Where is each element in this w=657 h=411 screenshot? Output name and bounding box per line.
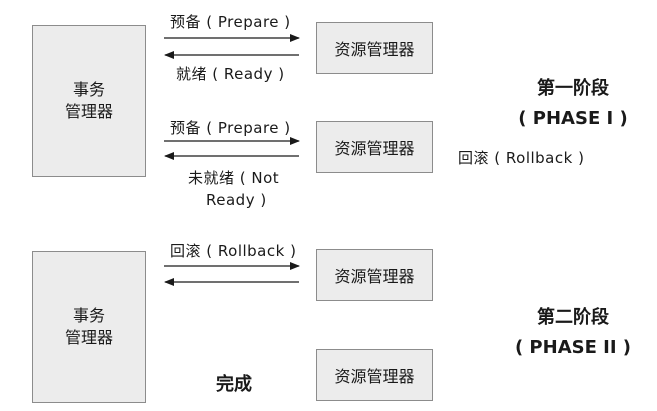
resource-manager-phase2-a: 资源管理器 (316, 249, 433, 301)
side-rollback-label: 回滚 ( Rollback ) (458, 149, 585, 167)
resource-manager-label: 资源管理器 (334, 267, 415, 286)
phase1-heading: 第一阶段 ( PHASE I ) (508, 74, 638, 134)
message-prepare-1: 预备 ( Prepare ) (170, 13, 291, 31)
resource-manager-label: 资源管理器 (334, 139, 415, 158)
phase2-title: 第二阶段 (537, 307, 609, 328)
transaction-manager-label-line1: 事务 (72, 306, 105, 325)
complete-label: 完成 (216, 374, 252, 395)
transaction-manager-label-line2: 管理器 (64, 102, 113, 121)
phase1-title: 第一阶段 (537, 78, 609, 99)
message-prepare-2: 预备 ( Prepare ) (170, 119, 291, 137)
message-rollback: 回滚 ( Rollback ) (170, 242, 297, 260)
resource-manager-phase2-b: 资源管理器 (316, 349, 433, 401)
message-not-ready-line2: Ready ) (206, 191, 267, 209)
phase1-subtitle: ( PHASE I ) (518, 108, 628, 129)
resource-manager-phase1-a: 资源管理器 (316, 22, 433, 74)
transaction-manager-phase1: 事务 管理器 (32, 25, 146, 177)
message-not-ready-line1: 未就绪 ( Not (188, 169, 280, 187)
resource-manager-phase1-b: 资源管理器 (316, 121, 433, 173)
phase2-subtitle: ( PHASE II ) (514, 337, 632, 358)
transaction-manager-label-line2: 管理器 (64, 328, 113, 347)
phase2-heading: 第二阶段 ( PHASE II ) (508, 303, 638, 363)
transaction-manager-label-line1: 事务 (72, 80, 105, 99)
transaction-manager-phase2: 事务 管理器 (32, 251, 146, 403)
message-ready: 就绪 ( Ready ) (176, 65, 285, 83)
resource-manager-label: 资源管理器 (334, 40, 415, 59)
resource-manager-label: 资源管理器 (334, 367, 415, 386)
